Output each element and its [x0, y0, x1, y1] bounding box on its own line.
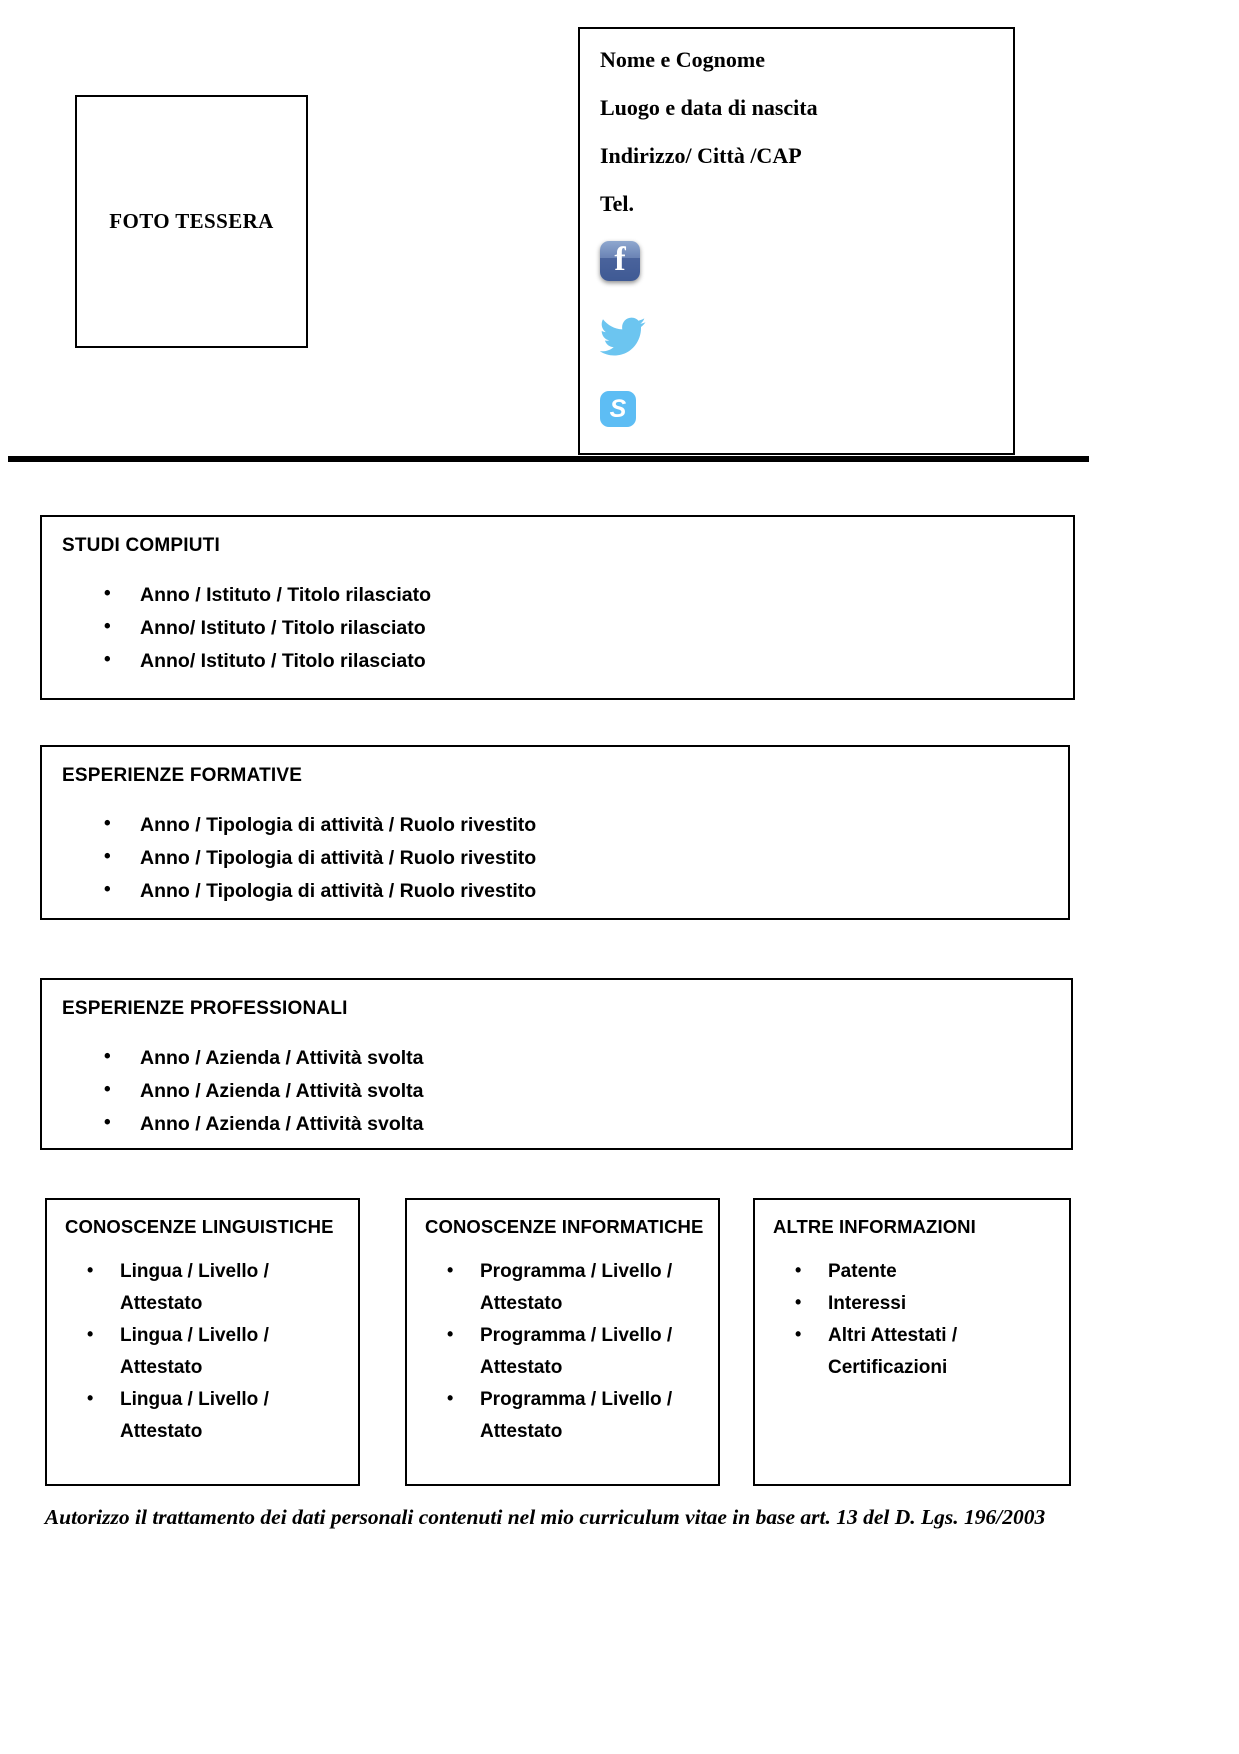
list-item: Interessi — [795, 1287, 1059, 1320]
column-list-informatiche: Programma / Livello / Attestato Programm… — [407, 1255, 718, 1448]
list-item: Programma / Livello / Attestato — [447, 1255, 708, 1320]
list-item: Anno / Azienda / Attività svolta — [104, 1107, 1071, 1141]
section-list-studi: Anno / Istituto / Titolo rilasciato Anno… — [42, 578, 1073, 678]
skype-icon[interactable] — [600, 391, 636, 427]
header-zone: FOTO TESSERA Nome e Cognome Luogo e data… — [0, 0, 1239, 462]
list-item: Anno / Tipologia di attività / Ruolo riv… — [104, 808, 1068, 842]
twitter-icon[interactable] — [599, 316, 646, 356]
facebook-icon[interactable] — [600, 238, 640, 282]
list-item: Lingua / Livello / Attestato — [87, 1255, 348, 1320]
list-item: Anno / Tipologia di attività / Ruolo riv… — [104, 874, 1068, 908]
header-divider-rule — [8, 456, 1089, 462]
social-row-facebook[interactable] — [600, 238, 1013, 316]
photo-placeholder-box[interactable]: FOTO TESSERA — [75, 95, 308, 348]
list-item: Anno/ Istituto / Titolo rilasciato — [104, 644, 1073, 678]
photo-placeholder-label: FOTO TESSERA — [109, 209, 274, 233]
privacy-authorization-note: Autorizzo il trattamento dei dati person… — [44, 1505, 1046, 1529]
list-item: Patente — [795, 1255, 1059, 1288]
list-item: Anno/ Istituto / Titolo rilasciato — [104, 611, 1073, 645]
column-list-linguistiche: Lingua / Livello / Attestato Lingua / Li… — [47, 1255, 358, 1448]
list-item: Programma / Livello / Attestato — [447, 1383, 708, 1448]
social-row-twitter[interactable] — [599, 316, 1013, 391]
column-altre-informazioni[interactable]: ALTRE INFORMAZIONI Patente Interessi Alt… — [753, 1198, 1071, 1486]
section-title-studi: STUDI COMPIUTI — [62, 535, 220, 556]
section-esperienze-professionali[interactable]: ESPERIENZE PROFESSIONALI Anno / Azienda … — [40, 978, 1073, 1150]
list-item: Anno / Azienda / Attività svolta — [104, 1074, 1071, 1108]
list-item: Altri Attestati / Certificazioni — [795, 1319, 1059, 1384]
contact-line-phone: Tel. — [600, 191, 635, 216]
column-title-linguistiche: CONOSCENZE LINGUISTICHE — [65, 1216, 334, 1237]
column-title-altre: ALTRE INFORMAZIONI — [773, 1216, 976, 1237]
list-item: Anno / Istituto / Titolo rilasciato — [104, 578, 1073, 612]
contact-info-box[interactable]: Nome e Cognome Luogo e data di nascita I… — [578, 27, 1015, 455]
list-item: Anno / Tipologia di attività / Ruolo riv… — [104, 841, 1068, 875]
list-item: Programma / Livello / Attestato — [447, 1319, 708, 1384]
section-title-formative: ESPERIENZE FORMATIVE — [62, 765, 303, 786]
column-conoscenze-linguistiche[interactable]: CONOSCENZE LINGUISTICHE Lingua / Livello… — [45, 1198, 360, 1486]
column-title-informatiche: CONOSCENZE INFORMATICHE — [425, 1216, 704, 1237]
social-row-skype[interactable] — [600, 391, 1013, 466]
contact-line-birth: Luogo e data di nascita — [600, 95, 818, 120]
section-title-professionali: ESPERIENZE PROFESSIONALI — [62, 998, 348, 1019]
section-list-formative: Anno / Tipologia di attività / Ruolo riv… — [42, 808, 1068, 908]
section-studi-compiuti[interactable]: STUDI COMPIUTI Anno / Istituto / Titolo … — [40, 515, 1075, 700]
list-item: Lingua / Livello / Attestato — [87, 1383, 348, 1448]
list-item: Lingua / Livello / Attestato — [87, 1319, 348, 1384]
list-item: Anno / Azienda / Attività svolta — [104, 1041, 1071, 1075]
contact-line-name: Nome e Cognome — [600, 47, 765, 72]
column-list-altre: Patente Interessi Altri Attestati / Cert… — [755, 1255, 1069, 1384]
section-esperienze-formative[interactable]: ESPERIENZE FORMATIVE Anno / Tipologia di… — [40, 745, 1070, 920]
section-list-professionali: Anno / Azienda / Attività svolta Anno / … — [42, 1041, 1071, 1141]
contact-line-address: Indirizzo/ Città /CAP — [600, 143, 802, 168]
social-icons-stack — [599, 238, 1013, 466]
column-conoscenze-informatiche[interactable]: CONOSCENZE INFORMATICHE Programma / Live… — [405, 1198, 720, 1486]
